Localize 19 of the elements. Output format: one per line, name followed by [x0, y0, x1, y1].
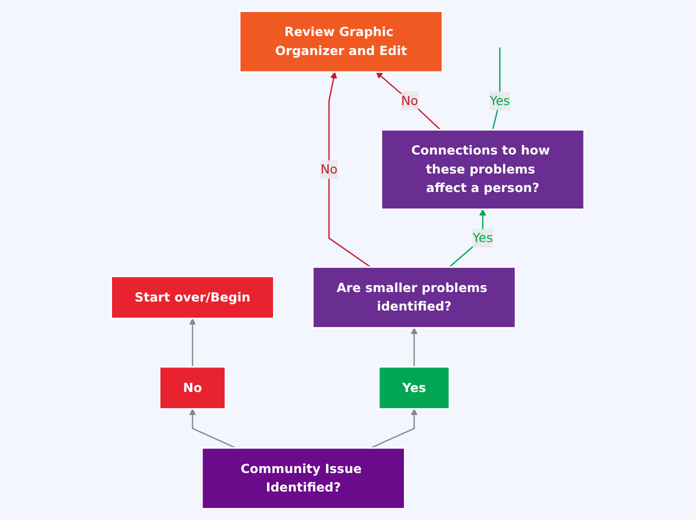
edge-label: No	[401, 93, 418, 108]
connector	[492, 48, 501, 130]
arrow	[328, 72, 372, 268]
arrow	[411, 328, 418, 367]
edge-label: Yes	[490, 93, 510, 108]
node-box: Start over/Begin	[110, 276, 275, 320]
edge-label: Yes	[472, 230, 494, 246]
arrow	[189, 408, 236, 448]
node-box: Are smaller problems identified?	[312, 266, 517, 329]
node-box: Yes	[378, 366, 451, 410]
arrow	[376, 72, 442, 130]
node-box: Connections to how these problems affect a person?	[380, 128, 586, 210]
node-box: Community Issue Identified?	[202, 447, 406, 510]
node-box: Review Graphic Organizer and Edit	[239, 10, 444, 73]
node-box: No	[159, 366, 227, 410]
arrow	[370, 408, 418, 448]
arrow	[449, 209, 486, 268]
arrow	[189, 318, 196, 367]
edge-label: No	[320, 162, 338, 177]
